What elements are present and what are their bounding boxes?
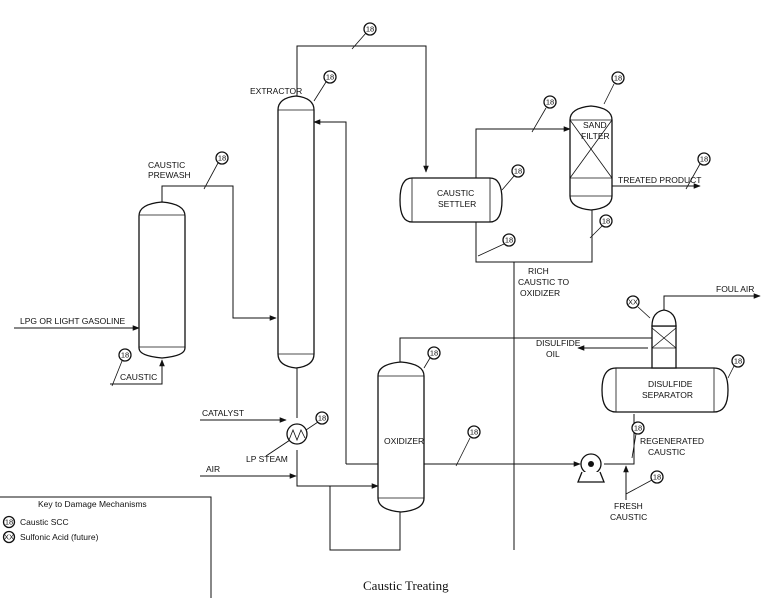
tag-filter-bottom: 18	[589, 214, 613, 239]
extractor-to-settler-line	[296, 45, 429, 173]
tag-prewash: 18	[203, 151, 229, 190]
tag-extractor-feed: 18	[351, 22, 377, 50]
legend-item-caustic-scc: Caustic SCC	[20, 517, 69, 527]
damage-tag-text: 18	[121, 351, 129, 360]
rich-caustic-label-2: CAUSTIC TO	[518, 277, 570, 287]
catalyst-label: CATALYST	[202, 408, 244, 418]
oxidizer-vessel	[377, 361, 425, 513]
settler-label-1: CAUSTIC	[437, 188, 474, 198]
damage-tag-text: 18	[366, 25, 374, 34]
regenerated-caustic-label-2: CAUSTIC	[648, 447, 685, 457]
caustic-settler	[399, 177, 503, 223]
treated-product-label: TREATED PRODUCT	[618, 175, 701, 185]
sand-filter-label-2: FILTER	[581, 131, 610, 141]
damage-tag-text: 18	[470, 428, 478, 437]
separator-label-2: SEPARATOR	[642, 390, 693, 400]
damage-tag-text: 18	[734, 357, 742, 366]
tag-extractor: 18	[313, 70, 337, 102]
legend-symbol-18	[2, 515, 16, 529]
pump	[577, 453, 605, 483]
legend-symbol-xx	[2, 530, 16, 544]
caustic-feed-line	[110, 359, 165, 385]
piping	[14, 45, 761, 551]
regenerated-caustic-label-1: REGENERATED	[640, 436, 704, 446]
fresh-caustic-label-2: CAUSTIC	[610, 512, 647, 522]
tag-oxidizer: 18	[423, 346, 441, 369]
damage-tag-text: XX	[628, 298, 638, 307]
regenerated-return-line	[313, 119, 347, 464]
separator-label-1: DISULFIDE	[648, 379, 693, 389]
damage-tag-text: 18	[700, 155, 708, 164]
tag-separator-top-xx: XX	[626, 295, 651, 319]
rich-caustic-label-3: OXIDIZER	[520, 288, 560, 298]
legend-symbol-xx-text: XX	[4, 533, 14, 542]
damage-tags: 18 18 18 18 18 18 18 18	[111, 22, 745, 495]
disulfide-separator	[601, 309, 729, 413]
extractor-column	[277, 95, 315, 369]
feed-label: LPG OR LIGHT GASOLINE	[20, 316, 126, 326]
tag-oxidizer-outlet: 18	[455, 425, 481, 467]
foul-air-label: FOUL AIR	[716, 284, 754, 294]
settler-bottom-line	[475, 208, 593, 263]
caustic-label: CAUSTIC	[120, 372, 157, 382]
prewash-to-extractor-line	[161, 185, 277, 321]
tag-settler-bottom: 18	[477, 233, 516, 257]
air-label: AIR	[206, 464, 220, 474]
sand-filter-label-1: SAND	[583, 120, 607, 130]
legend: Key to Damage Mechanisms 18 Caustic SCC …	[0, 496, 212, 598]
regenerated-caustic-line	[604, 414, 635, 465]
damage-tag-text: 18	[326, 73, 334, 82]
oxidizer-label: OXIDIZER	[384, 436, 424, 446]
damage-tag-text: 18	[614, 74, 622, 83]
tag-caustic-feed: 18	[111, 348, 132, 387]
foul-air-line	[663, 293, 761, 312]
tag-settler: 18	[501, 164, 525, 191]
caustic-prewash-vessel	[138, 201, 186, 359]
diagram-title: Caustic Treating	[363, 578, 449, 593]
fresh-caustic-label-1: FRESH	[614, 501, 643, 511]
damage-tag-text: 18	[653, 473, 661, 482]
disulfide-oil-label-1: DISULFIDE	[536, 338, 581, 348]
prewash-label-1: CAUSTIC	[148, 160, 185, 170]
tag-settler-inlet: 18	[531, 95, 557, 133]
steam-to-oxidizer-line	[296, 450, 379, 489]
extractor-label: EXTRACTOR	[250, 86, 302, 96]
oxidizer-bottom-line	[329, 486, 401, 551]
prewash-label-2: PREWASH	[148, 170, 191, 180]
damage-tag-text: 18	[430, 349, 438, 358]
damage-tag-text: 18	[218, 154, 226, 163]
disulfide-oil-label-2: OIL	[546, 349, 560, 359]
rich-caustic-label-1: RICH	[528, 266, 549, 276]
tag-separator: 18	[727, 354, 745, 379]
steam-heater	[286, 423, 308, 445]
lp-steam-line	[265, 439, 291, 457]
damage-tag-text: 18	[634, 424, 642, 433]
settler-label-2: SETTLER	[438, 199, 476, 209]
tag-fresh-caustic: 18	[625, 470, 664, 495]
legend-symbol-18-text: 18	[5, 518, 13, 527]
tag-regenerated-caustic: 18	[631, 421, 645, 459]
damage-tag-text: 18	[505, 236, 513, 245]
legend-item-sulfonic-acid: Sulfonic Acid (future)	[20, 532, 99, 542]
sand-filter	[569, 105, 613, 211]
lp-steam-label: LP STEAM	[246, 454, 288, 464]
tag-sand-filter: 18	[603, 71, 625, 105]
damage-tag-text: 18	[514, 167, 522, 176]
tag-treated-product: 18	[685, 152, 711, 190]
tag-steam-heater: 18	[305, 411, 329, 431]
legend-border	[0, 496, 212, 598]
damage-tag-text: 18	[546, 98, 554, 107]
damage-tag-text: 18	[318, 414, 326, 423]
damage-tag-text: 18	[602, 217, 610, 226]
settler-to-filter-line	[475, 126, 571, 180]
legend-title: Key to Damage Mechanisms	[38, 499, 147, 509]
